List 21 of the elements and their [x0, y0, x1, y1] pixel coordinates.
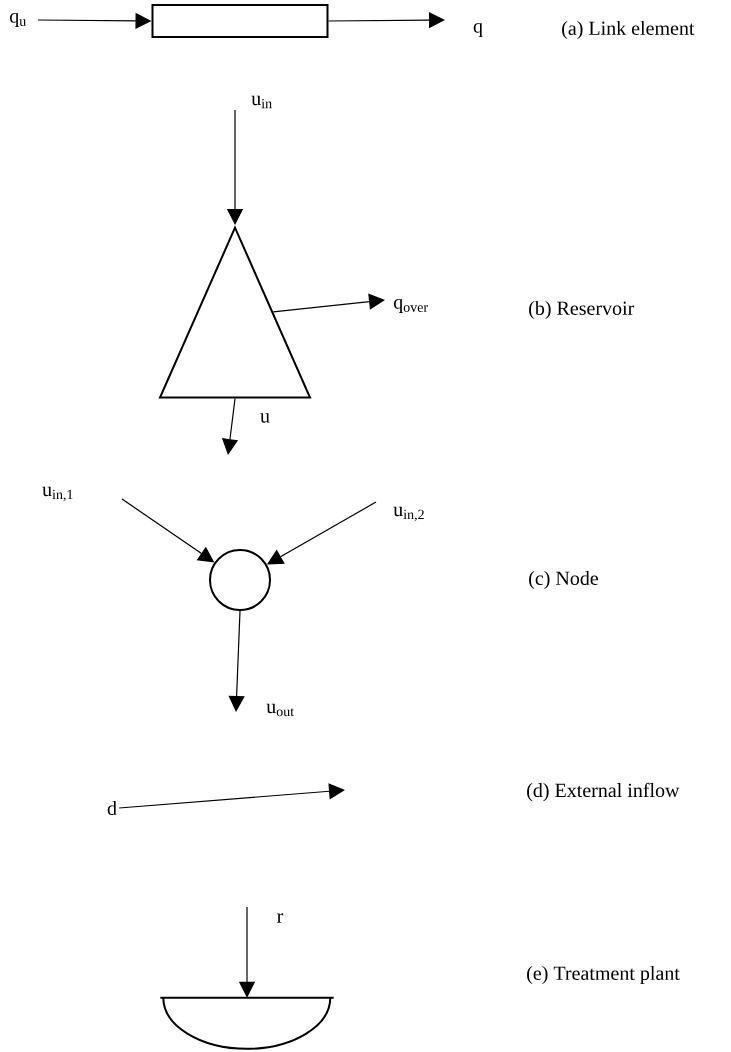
link-box [151, 4, 329, 38]
panel-caption: (a) Link element [562, 20, 695, 40]
edge-label: u$_{in,2}$ [393, 506, 424, 522]
panel-caption: (d) External inflow [527, 782, 680, 802]
panel-caption: (c) Node [529, 570, 599, 590]
edge-label: q [473, 23, 483, 37]
edge-label: r [277, 913, 284, 923]
edge-label: u$_{in,1}$ [42, 486, 73, 502]
treatment-basin [159, 996, 335, 1050]
edge-label: u$_{out}$ [266, 703, 294, 717]
arrow [228, 610, 245, 712]
arrow [272, 293, 385, 313]
panel-caption: (b) Reservoir [529, 300, 635, 320]
panel-caption: (e) Treatment plant [527, 965, 680, 985]
edge-label: u [260, 413, 270, 423]
arrow [118, 783, 345, 809]
edge-label: q$_{u}$ [9, 13, 26, 27]
edge-label: q$_{over}$ [393, 299, 428, 313]
variable-label: d [107, 800, 117, 816]
node-circle [209, 549, 271, 611]
edge-label: u$_{in}$ [251, 95, 272, 109]
